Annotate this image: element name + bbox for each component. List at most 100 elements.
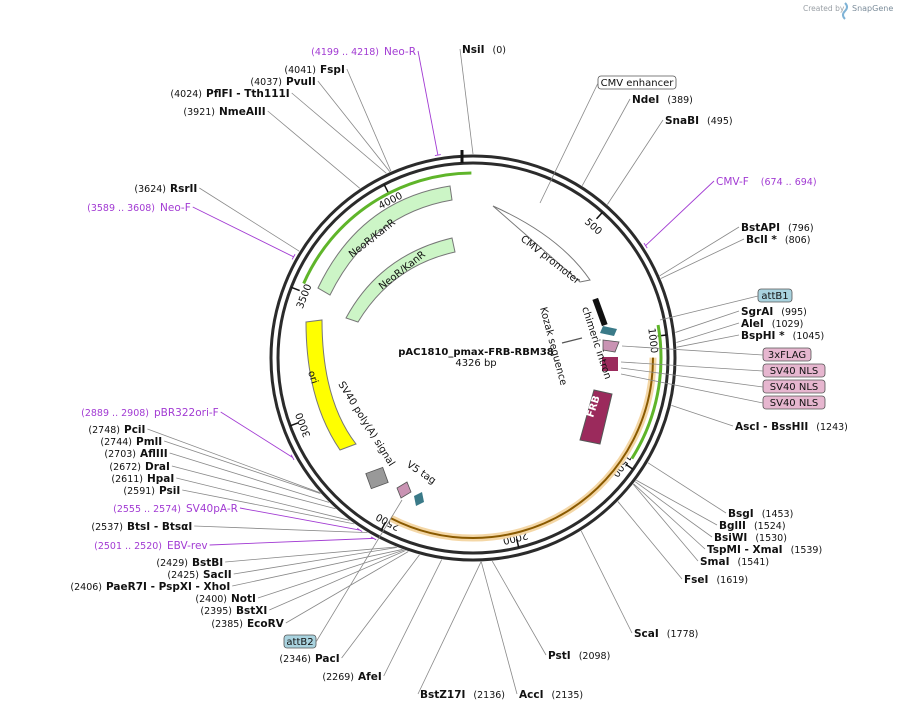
enzyme-nsii-name: NsiI <box>462 44 485 56</box>
ori-arrow <box>305 319 357 451</box>
backbone-outer <box>269 154 677 562</box>
boxed-label-cmv-enhancer-box <box>597 75 677 90</box>
enzyme-pcii-leader <box>147 428 320 494</box>
enzyme-asci-pos: (1243) <box>816 422 848 433</box>
enzyme-hpai-name: HpaI <box>147 473 174 485</box>
cmv-promoter-arrow <box>492 205 591 283</box>
enzyme-afei-pos: (2269) <box>322 672 354 683</box>
primer-ebv-rev-leader <box>209 537 374 546</box>
primer-neo-r-leader <box>417 50 439 156</box>
primer-sv40pa-r-pos: (2555 .. 2574) <box>113 504 181 515</box>
primer-cmv-f-name: CMV-F <box>716 176 749 188</box>
boxed-label-sv40-nls-3-leader <box>620 373 764 404</box>
tick-2500 <box>380 521 387 531</box>
enzyme-bstz17i-leader <box>417 561 482 695</box>
attb1-feature <box>592 297 608 327</box>
primer-neo-f-pos: (3589 .. 3608) <box>87 203 155 214</box>
enzyme-asci-leader <box>671 405 734 427</box>
enzyme-pvuii-pos: (4037) <box>250 77 282 88</box>
enzyme-aflIII-pos: (2703) <box>104 449 136 460</box>
tick-2000 <box>515 538 520 548</box>
enzyme-tspmi-pos: (1539) <box>791 545 823 556</box>
enzyme-alei-name: AleI <box>741 318 764 330</box>
enzyme-pflfi-leader <box>291 92 387 174</box>
neo-orf-band <box>302 171 472 285</box>
enzyme-ndei-leader <box>581 98 631 186</box>
boxed-label-attb2-leader <box>315 499 403 643</box>
enzyme-tspmi-name: TspMI - XmaI <box>707 544 783 556</box>
enzyme-psii-name: PsiI <box>159 485 180 497</box>
enzyme-snabi-leader <box>607 119 664 205</box>
enzyme-bglii-leader <box>636 479 718 526</box>
enzyme-acci-leader <box>480 561 518 695</box>
enzyme-bglii-name: BglII <box>719 520 746 532</box>
enzyme-bsgi-pos: (1453) <box>762 509 794 520</box>
enzyme-pmli-name: PmlI <box>136 436 162 448</box>
enzyme-snabi-name: SnaBI <box>665 115 699 127</box>
primer-sv40pa-r-leader <box>239 507 360 531</box>
enzyme-rsrii-leader <box>199 187 300 252</box>
enzyme-bstapi-pos: (796) <box>788 223 814 234</box>
enzyme-psti-pos: (2098) <box>579 651 611 662</box>
enzyme-alei-pos: (1029) <box>772 319 804 330</box>
enzyme-bstz17i-pos: (2136) <box>473 690 505 701</box>
enzyme-pcii-pos: (2748) <box>88 425 120 436</box>
plasmid-size: 4326 bp <box>455 358 496 369</box>
enzyme-fsei-pos: (1619) <box>716 575 748 586</box>
enzyme-noti-pos: (2400) <box>195 594 227 605</box>
enzyme-smai-name: SmaI <box>700 556 730 568</box>
enzyme-drai-leader <box>171 465 336 510</box>
enzyme-bstxi-leader <box>269 550 406 611</box>
neokanr-arrow-outer <box>317 185 453 296</box>
enzyme-sacii-name: SacII <box>203 569 232 581</box>
enzyme-fspi-pos: (4041) <box>284 65 316 76</box>
enzyme-psti-leader <box>491 560 547 656</box>
enzyme-bstxi-name: BstXI <box>236 605 267 617</box>
attb2-feature <box>396 481 412 499</box>
tick-500 <box>595 211 604 220</box>
enzyme-bcli-pos: (806) <box>785 235 811 246</box>
enzyme-sgrai-name: SgrAI <box>741 306 773 318</box>
enzyme-paer7i-pos: (2406) <box>70 582 102 593</box>
enzyme-aflIII-leader <box>169 452 330 503</box>
enzyme-asci-name: AscI - BssHII <box>735 421 808 433</box>
enzyme-pcii-name: PciI <box>124 424 145 436</box>
primer-neo-r-mark <box>434 154 441 156</box>
kozak-feature <box>600 326 617 336</box>
enzyme-sgrai-pos: (995) <box>781 307 807 318</box>
sv40pa-feature <box>365 466 389 490</box>
enzyme-bsgi-name: BsgI <box>728 508 754 520</box>
boxed-label-3xflag-leader <box>621 345 764 356</box>
boxed-label-attb1-box <box>757 288 793 303</box>
enzyme-nmeaiii-name: NmeAIII <box>219 106 266 118</box>
backbone-inner <box>276 161 670 555</box>
enzyme-btsi-leader <box>194 525 368 534</box>
boxed-label-sv40-nls-2-leader <box>620 367 764 388</box>
enzyme-bsiwi-leader <box>634 481 713 538</box>
enzyme-bcli-leader <box>660 238 745 279</box>
enzyme-scai-pos: (1778) <box>667 629 699 640</box>
tick-3000 <box>289 421 299 427</box>
enzyme-bstz17i-name: BstZ17I <box>420 689 465 701</box>
enzyme-paer7i-leader <box>232 549 403 587</box>
enzyme-fspi-leader <box>346 68 392 172</box>
enzyme-hpai-pos: (2611) <box>111 474 143 485</box>
neokanr-arrow-inner <box>345 237 456 323</box>
primer-sv40pa-r-name: SV40pA-R <box>186 503 238 515</box>
frb-orf-band <box>630 324 663 460</box>
enzyme-psii-pos: (2591) <box>123 486 155 497</box>
primer-cmv-f-pos: (674 .. 694) <box>761 177 817 188</box>
enzyme-rsrii-pos: (3624) <box>134 184 166 195</box>
boxed-label-cmv-enhancer: CMV enhancer <box>601 78 675 89</box>
enzyme-sgrai-leader <box>675 310 740 333</box>
enzyme-bcli-name: BclI * <box>746 234 777 246</box>
boxed-label-sv40-nls-2-box <box>762 379 826 394</box>
enzyme-drai-name: DraI <box>145 461 170 473</box>
primer-neo-f-name: Neo-F <box>160 202 191 214</box>
primer-cmv-f-leader <box>645 180 715 246</box>
tick-label-500: 500 <box>582 217 604 238</box>
enzyme-bstbi-pos: (2429) <box>156 558 188 569</box>
enzyme-smai-pos: (1541) <box>738 557 770 568</box>
v5tag-label: V5 tag <box>404 459 437 486</box>
